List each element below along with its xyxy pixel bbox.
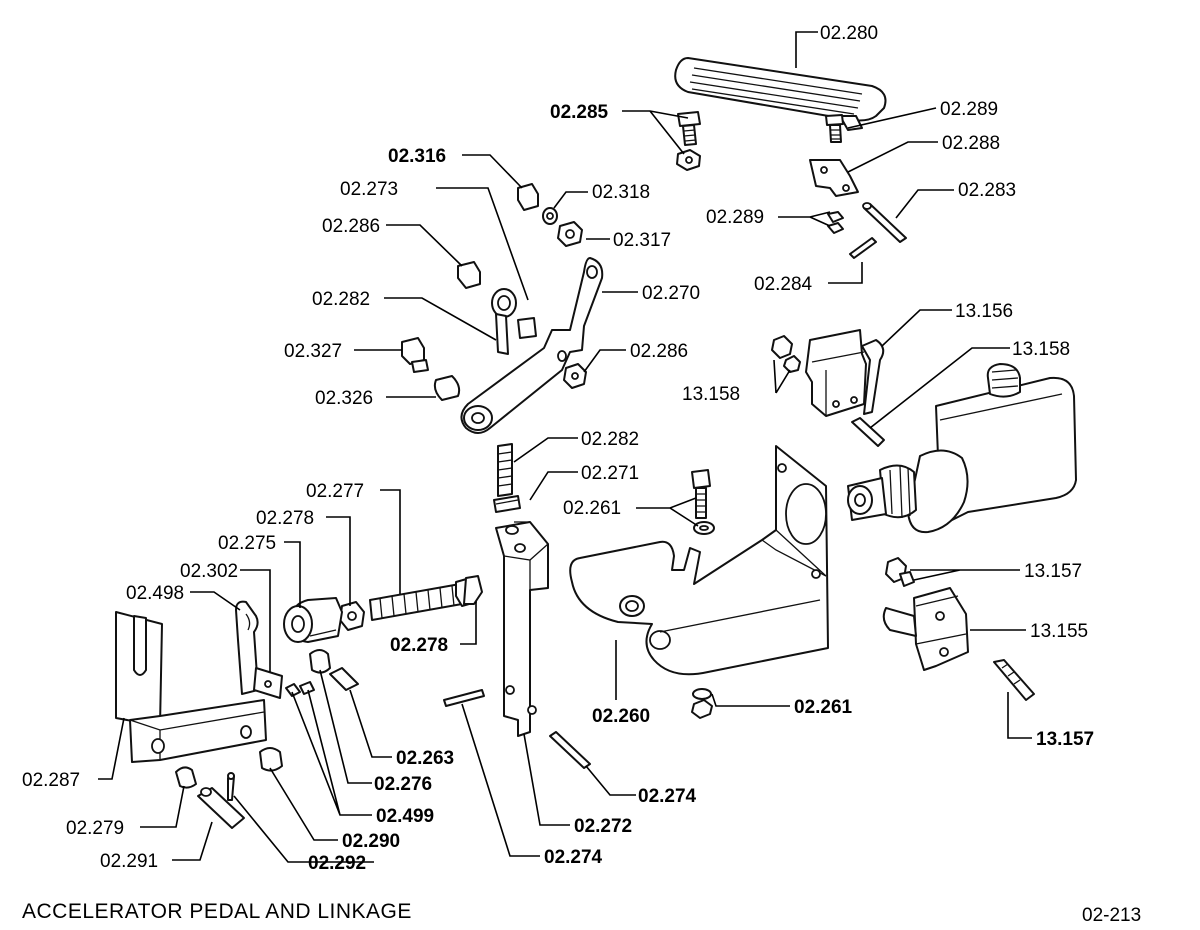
threaded-rod [369,575,483,621]
label-02-327: 02.327 [284,341,342,362]
label-02-285: 02.285 [550,102,609,123]
label-02-289-mid: 02.289 [706,207,764,228]
label-02-279: 02.279 [66,818,124,839]
label-02-286-lower: 02.286 [630,341,688,362]
label-02-274-right: 02.274 [638,786,697,807]
label-13-158-right: 13.158 [1012,339,1070,360]
label-02-275: 02.275 [218,533,276,554]
label-02-326: 02.326 [315,388,373,409]
diagram-title: ACCELERATOR PEDAL AND LINKAGE [22,900,412,923]
label-02-274-bottom: 02.274 [544,847,603,868]
page-reference: 02-213 [1082,905,1141,926]
leader-lines [98,31,1032,863]
label-02-316: 02.316 [388,146,446,167]
label-02-260: 02.260 [592,706,650,727]
pedal-hinge-pin [827,202,907,259]
label-02-278-upper: 02.278 [256,508,314,529]
label-02-292: 02.292 [308,853,366,874]
small-hardware [175,649,591,829]
mounting-bracket [569,445,829,676]
ball-socket-link [491,288,537,355]
vertical-lever [495,521,549,737]
accelerator-pedal-pad [674,57,887,131]
rod-clevis [283,597,343,643]
label-02-318: 02.318 [592,182,650,203]
label-02-276: 02.276 [374,774,432,795]
spring-clip [235,600,283,699]
label-02-282-upper: 02.282 [312,289,370,310]
label-13-157-lower: 13.157 [1036,729,1094,750]
bracket-bolt-upper [691,469,715,535]
pedal-bolt-and-nut [676,111,701,171]
pivot-stud-and-bushing [401,337,461,401]
vertical-stud-and-spring [493,443,521,513]
label-13-155: 13.155 [1030,621,1088,642]
label-02-289-top: 02.289 [940,99,998,120]
rod-nut [339,601,365,631]
label-02-273: 02.273 [340,179,398,200]
pedal-bracket-bolt [825,114,844,143]
label-02-291: 02.291 [100,851,158,872]
label-02-286-upper: 02.286 [322,216,380,237]
part-labels: 02.280 02.285 02.289 02.288 02.316 02.31… [22,23,1094,874]
lever-nut [563,363,587,389]
label-02-302: 02.302 [180,561,238,582]
pedal-lever-arm [460,257,604,434]
label-02-288: 02.288 [942,133,1000,154]
label-02-499: 02.499 [376,806,434,827]
mounting-plate-and-block [115,611,267,763]
label-02-287: 02.287 [22,770,80,791]
label-02-278-lower: 02.278 [390,635,448,656]
label-02-284: 02.284 [754,274,813,295]
label-02-261-lower: 02.261 [794,697,853,718]
stop-light-switch-upper [771,329,885,447]
label-02-283: 02.283 [958,180,1016,201]
label-02-270: 02.270 [642,283,700,304]
label-02-498: 02.498 [126,583,184,604]
label-02-277: 02.277 [306,481,364,502]
label-02-263: 02.263 [396,748,454,769]
label-02-261-upper: 02.261 [563,498,621,519]
label-02-271: 02.271 [581,463,639,484]
brake-master-cylinder [847,363,1077,534]
label-02-272: 02.272 [574,816,632,837]
label-13-158-left: 13.158 [682,384,740,405]
label-02-290: 02.290 [342,831,400,852]
pedal-hinge-bracket [809,159,859,197]
label-02-282-lower: 02.282 [581,429,639,450]
bracket-nuts-lower [691,688,713,719]
label-02-280: 02.280 [820,23,878,44]
stop-light-switch-lower [882,557,1035,701]
label-13-157-upper: 13.157 [1024,561,1082,582]
label-02-317: 02.317 [613,230,671,251]
upper-linkage-hardware [457,183,583,289]
label-13-156: 13.156 [955,301,1013,322]
